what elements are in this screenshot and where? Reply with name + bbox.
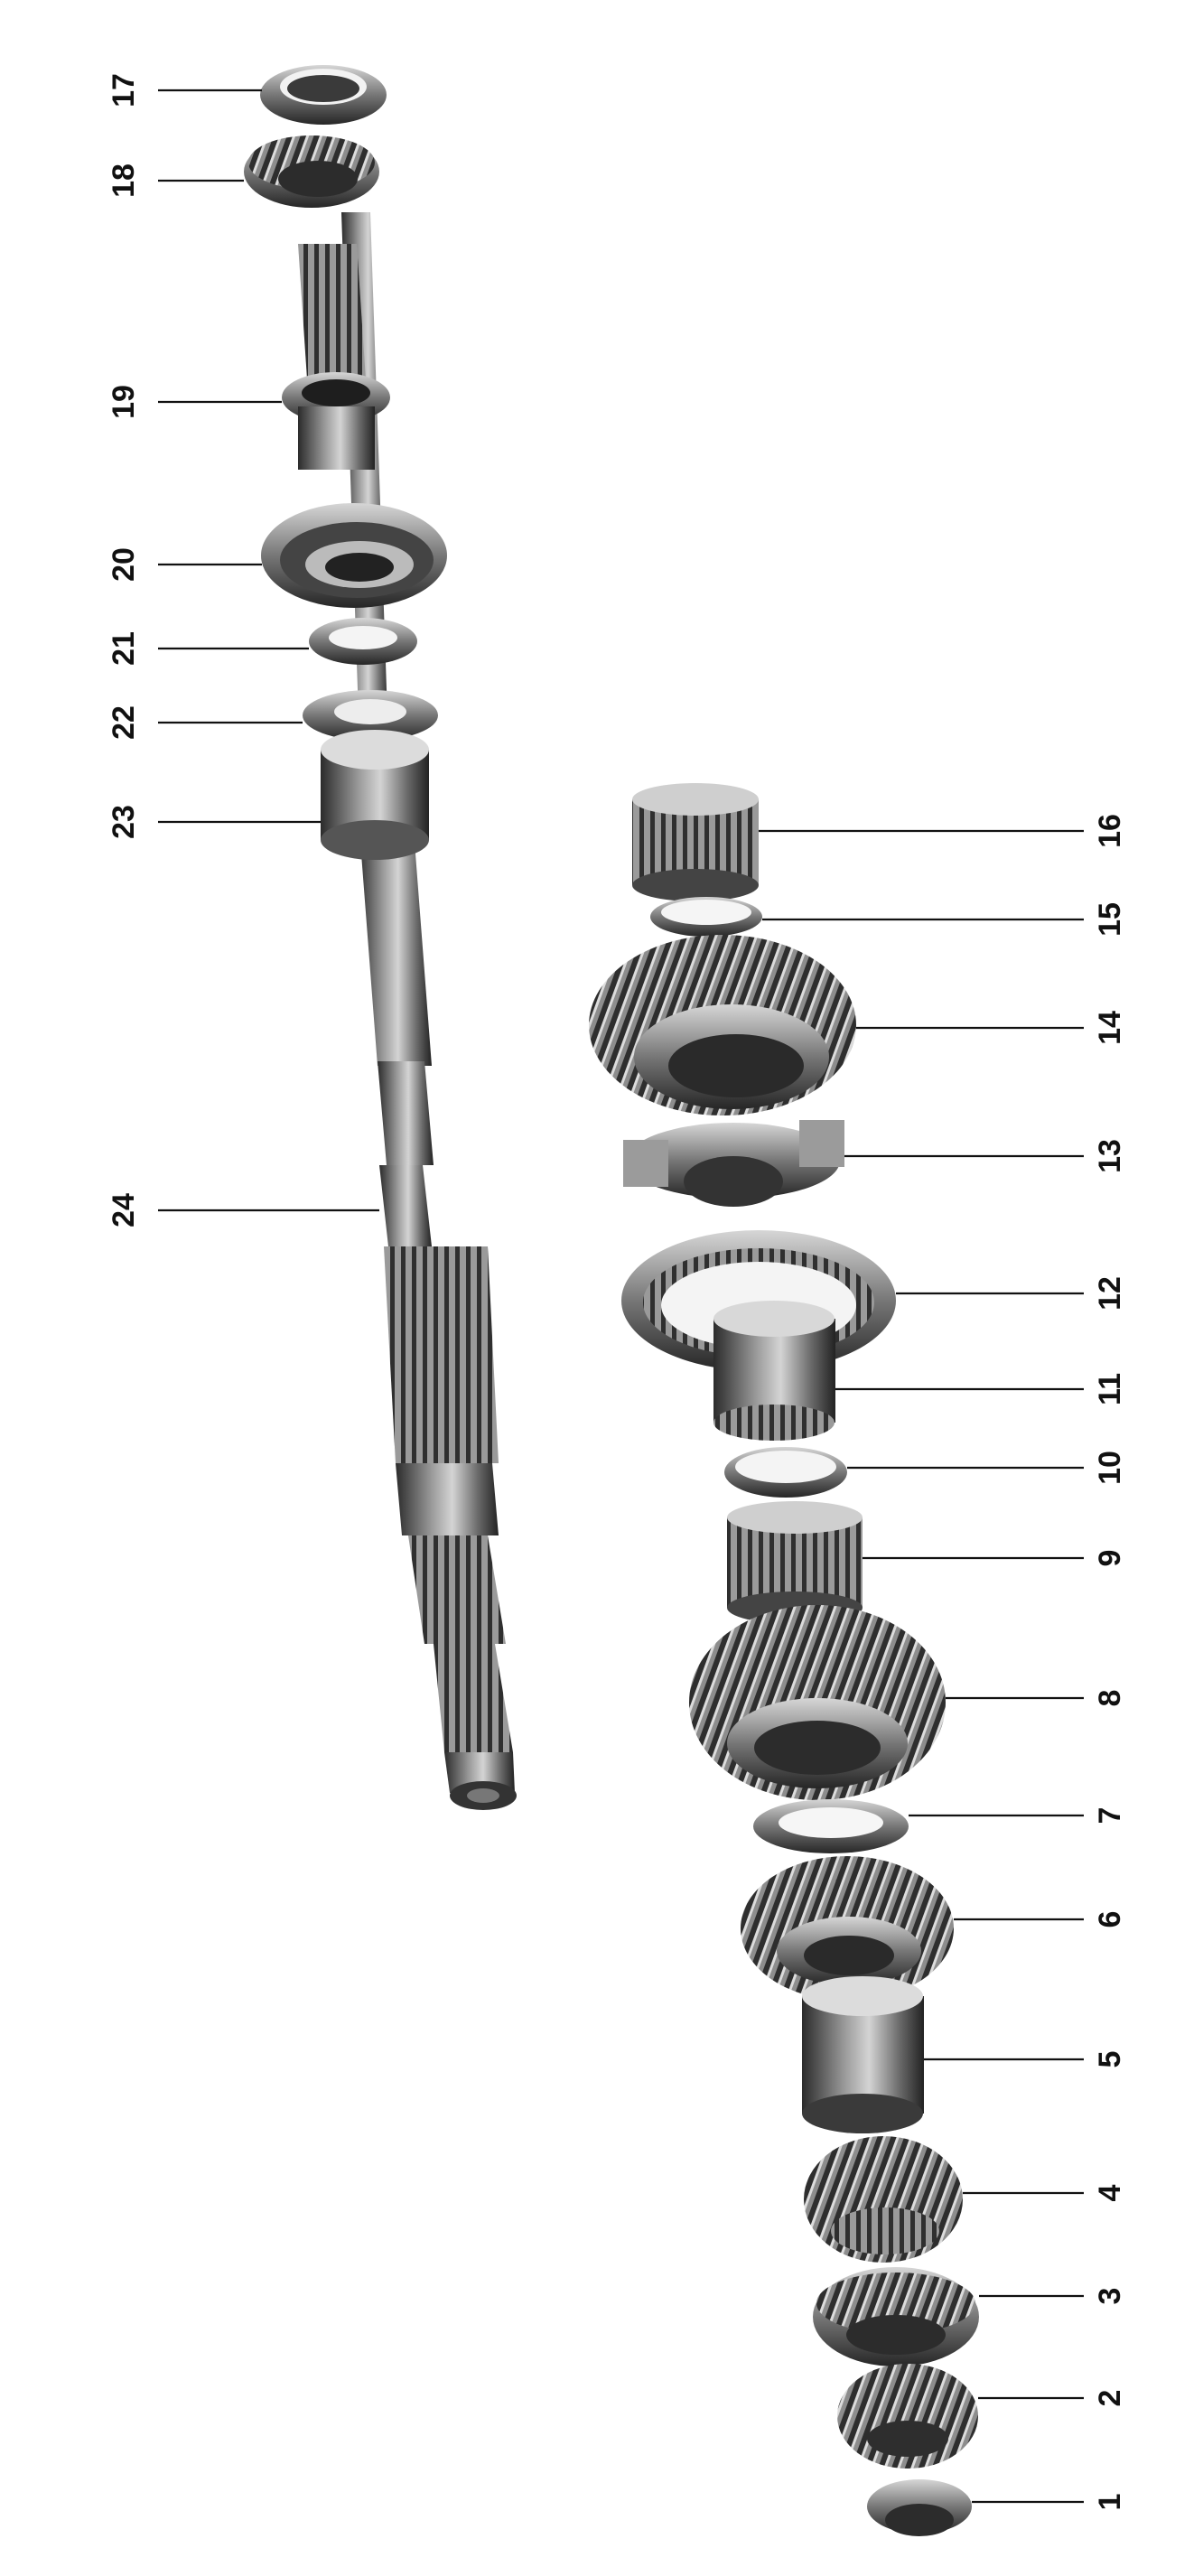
callout-24: 24 (107, 1193, 141, 1227)
callout-5: 5 (1093, 2051, 1127, 2068)
part-19-ring (282, 372, 390, 470)
callout-7: 7 (1093, 1807, 1127, 1825)
callout-2: 2 (1093, 2390, 1127, 2407)
callout-1: 1 (1093, 2494, 1127, 2511)
callout-21: 21 (107, 631, 141, 666)
part-11-sleeve (713, 1301, 835, 1441)
part-17-nut (260, 65, 387, 125)
callouts-right: 16 15 14 13 12 11 10 9 8 7 6 5 4 3 2 1 (1093, 814, 1127, 2510)
callout-16: 16 (1093, 814, 1127, 848)
leader-lines (158, 89, 1084, 2504)
part-18-bearing (244, 135, 379, 208)
callout-3: 3 (1093, 2288, 1127, 2305)
callout-17: 17 (107, 73, 141, 107)
part-13-synchro-hub (623, 1120, 844, 1207)
callout-9: 9 (1093, 1550, 1127, 1567)
part-1-nut (867, 2479, 972, 2536)
part-9-needle-bearing (727, 1501, 863, 1624)
part-4-gear (804, 2136, 963, 2263)
callout-12: 12 (1093, 1276, 1127, 1311)
part-20-bearing (261, 503, 447, 608)
callout-15: 15 (1093, 902, 1127, 937)
callout-19: 19 (107, 385, 141, 419)
callout-23: 23 (107, 805, 141, 839)
main-shaft (298, 212, 517, 1810)
callouts-left: 17 18 19 20 21 22 23 24 (107, 73, 141, 1227)
callout-18: 18 (107, 163, 141, 198)
callout-10: 10 (1093, 1451, 1127, 1485)
callout-4: 4 (1093, 2184, 1127, 2201)
part-10-ring (724, 1447, 847, 1498)
part-6-gear (741, 1856, 954, 2001)
part-3-bearing (813, 2267, 979, 2366)
part-8-gear (689, 1605, 946, 1800)
part-7-thrust-washer (753, 1799, 909, 1853)
part-16-needle-bearing (632, 783, 759, 901)
part-23-sleeve (321, 730, 429, 860)
part-21-ring (309, 618, 417, 665)
part-15-ring (650, 897, 762, 937)
callout-11: 11 (1093, 1373, 1127, 1405)
callout-8: 8 (1093, 1690, 1127, 1707)
part-14-gear (589, 935, 856, 1115)
callout-13: 13 (1093, 1139, 1127, 1173)
callout-14: 14 (1093, 1011, 1127, 1045)
callout-22: 22 (107, 705, 141, 740)
part-22-washer (303, 690, 438, 741)
part-5-sleeve (802, 1976, 924, 2133)
callout-6: 6 (1093, 1911, 1127, 1928)
part-2-gear (837, 2364, 978, 2469)
callout-20: 20 (107, 547, 141, 582)
